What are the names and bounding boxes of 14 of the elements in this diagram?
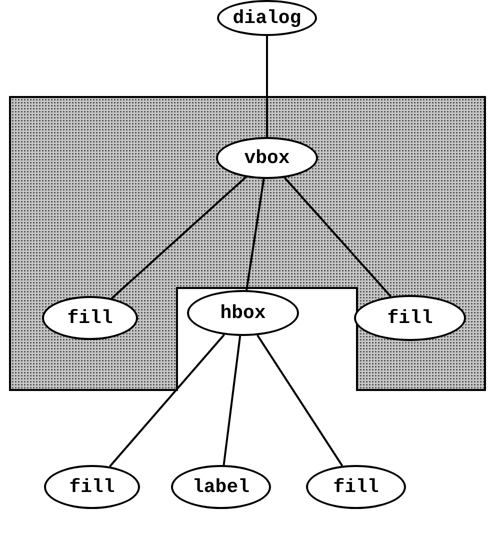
node-label: fill — [333, 476, 379, 498]
connector-line — [256, 334, 344, 466]
node-label: hbox — [220, 302, 266, 324]
connector-line — [108, 334, 225, 468]
connector-line — [284, 177, 392, 298]
connector-line — [246, 178, 265, 290]
node-label: fill — [387, 307, 433, 329]
node-label: fill — [69, 476, 115, 498]
node-label: fill — [67, 307, 113, 329]
node-label: label — [192, 476, 250, 498]
connector-line — [266, 36, 268, 137]
connector-line — [222, 336, 242, 466]
node-label: vbox — [244, 147, 290, 169]
node-label: dialog — [232, 7, 302, 29]
